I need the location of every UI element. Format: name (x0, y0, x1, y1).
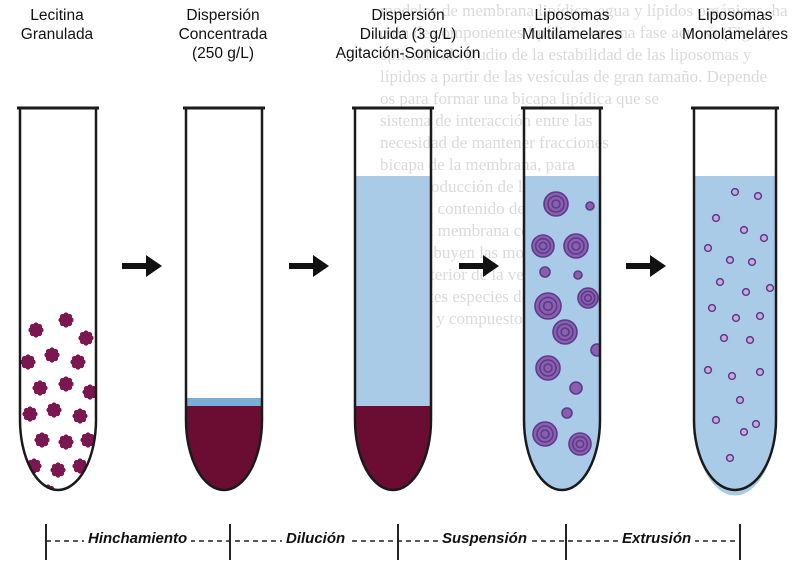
process-label-suspension: Suspensión (438, 530, 531, 547)
unilamellar-liposome-icon (755, 193, 762, 200)
tube-monolamelares (691, 108, 779, 506)
unilamellar-liposome-icon (753, 421, 760, 428)
multilamellar-liposome-icon (553, 320, 577, 344)
unilamellar-liposome-icon (705, 367, 712, 374)
right-arrow-icon (626, 255, 666, 277)
granule-icon (58, 434, 73, 449)
unilamellar-liposome-icon (743, 289, 750, 296)
unilamellar-liposome-icon (709, 305, 716, 312)
process-label-hinchamiento: Hinchamiento (84, 530, 191, 547)
unilamellar-liposome-icon (729, 373, 736, 380)
water-layer (694, 176, 776, 506)
multilamellar-liposome-icon (569, 433, 591, 455)
unilamellar-liposome-icon (741, 227, 748, 234)
multilamellar-liposome-icon (564, 234, 588, 258)
right-arrow-icon (289, 255, 329, 277)
unilamellar-liposome-icon (757, 313, 764, 320)
unilamellar-liposome-icon (713, 215, 720, 222)
granule-icon (58, 376, 73, 391)
granule-icon (58, 312, 73, 327)
unilamellar-liposome-icon (713, 417, 720, 424)
water-band (186, 398, 262, 406)
multilamellar-liposome-icon (578, 288, 598, 308)
unilamellar-liposome-icon (741, 429, 748, 436)
right-arrow-icon (122, 255, 162, 277)
right-arrow-icon (459, 255, 499, 277)
multilamellar-liposome-icon (533, 422, 557, 446)
multilamellar-liposome-icon (544, 192, 568, 216)
unilamellar-liposome-icon (727, 455, 734, 462)
multilamellar-liposome-icon (536, 356, 560, 380)
multilamellar-liposome-icon (586, 202, 594, 210)
unilamellar-liposome-icon (737, 397, 744, 404)
granule-icon (32, 380, 47, 395)
granule-icon (70, 354, 85, 369)
multilamellar-liposome-icon (570, 382, 582, 394)
tube-multilamelares (521, 108, 603, 506)
lipid-layer (355, 406, 431, 496)
unilamellar-liposome-icon (727, 257, 734, 264)
granule-icon (28, 322, 43, 337)
tube-lecitina (17, 108, 99, 502)
water-layer (355, 176, 431, 408)
granule-icon (22, 406, 37, 421)
multilamellar-liposome-icon (540, 267, 550, 277)
granule-icon (78, 330, 93, 345)
unilamellar-liposome-icon (717, 279, 724, 286)
tube-diluida (352, 108, 434, 496)
process-label-dilucion: Dilución (282, 530, 349, 547)
granule-icon (72, 408, 87, 423)
unilamellar-liposome-icon (747, 337, 754, 344)
multilamellar-liposome-icon (562, 408, 572, 418)
granule-icon (20, 354, 35, 369)
multilamellar-liposome-icon (532, 235, 554, 257)
unilamellar-liposome-icon (749, 259, 756, 266)
tube-outline (20, 108, 96, 490)
unilamellar-liposome-icon (757, 369, 764, 376)
tube-concentrada (183, 108, 265, 496)
unilamellar-liposome-icon (761, 235, 768, 242)
granule-icon (46, 402, 61, 417)
granule-icon (44, 347, 59, 362)
unilamellar-liposome-icon (732, 189, 739, 196)
process-label-extrusion: Extrusión (618, 530, 695, 547)
unilamellar-liposome-icon (733, 315, 740, 322)
unilamellar-liposome-icon (721, 335, 728, 342)
multilamellar-liposome-icon (535, 293, 561, 319)
lipid-layer (186, 406, 262, 496)
granule-icon (34, 432, 49, 447)
unilamellar-liposome-icon (767, 285, 774, 292)
unilamellar-liposome-icon (705, 245, 712, 252)
multilamellar-liposome-icon (574, 271, 582, 279)
granule-icon (50, 462, 65, 477)
